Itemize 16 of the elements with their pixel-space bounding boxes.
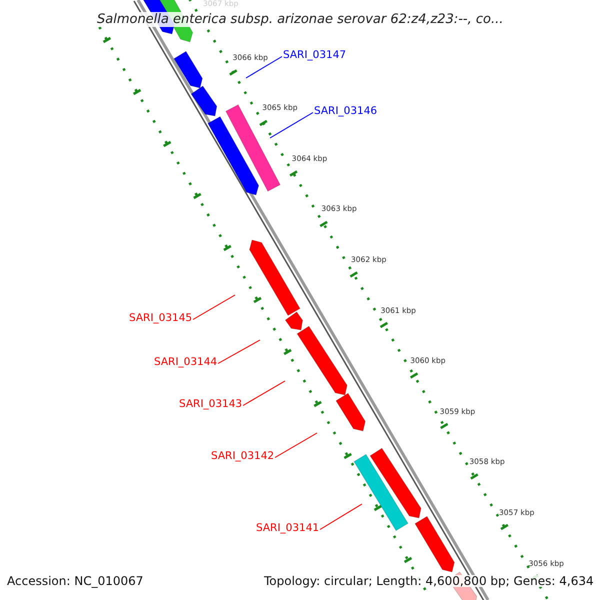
leader-line: [218, 340, 260, 364]
gene-label: SARI_03145: [129, 313, 192, 324]
leader-line: [320, 504, 362, 530]
gene-label: SARI_03143: [179, 399, 242, 410]
genome-info-text: Topology: circular; Length: 4,600,800 bp; Genes: 4,634: [264, 575, 594, 587]
gene-label: SARI_03142: [211, 451, 274, 462]
leader-line: [242, 380, 286, 406]
leader-line: [246, 56, 282, 78]
accession-text: Accession: NC_010067: [7, 575, 144, 587]
leader-line: [270, 112, 314, 138]
gene-label: SARI_03141: [256, 523, 320, 534]
gene-label: SARI_03146: [314, 106, 378, 116]
leader-line: [192, 294, 236, 320]
leader-line: [274, 432, 318, 458]
gene-label: SARI_03147: [283, 50, 346, 60]
gene-label: SARI_03144: [154, 357, 218, 368]
